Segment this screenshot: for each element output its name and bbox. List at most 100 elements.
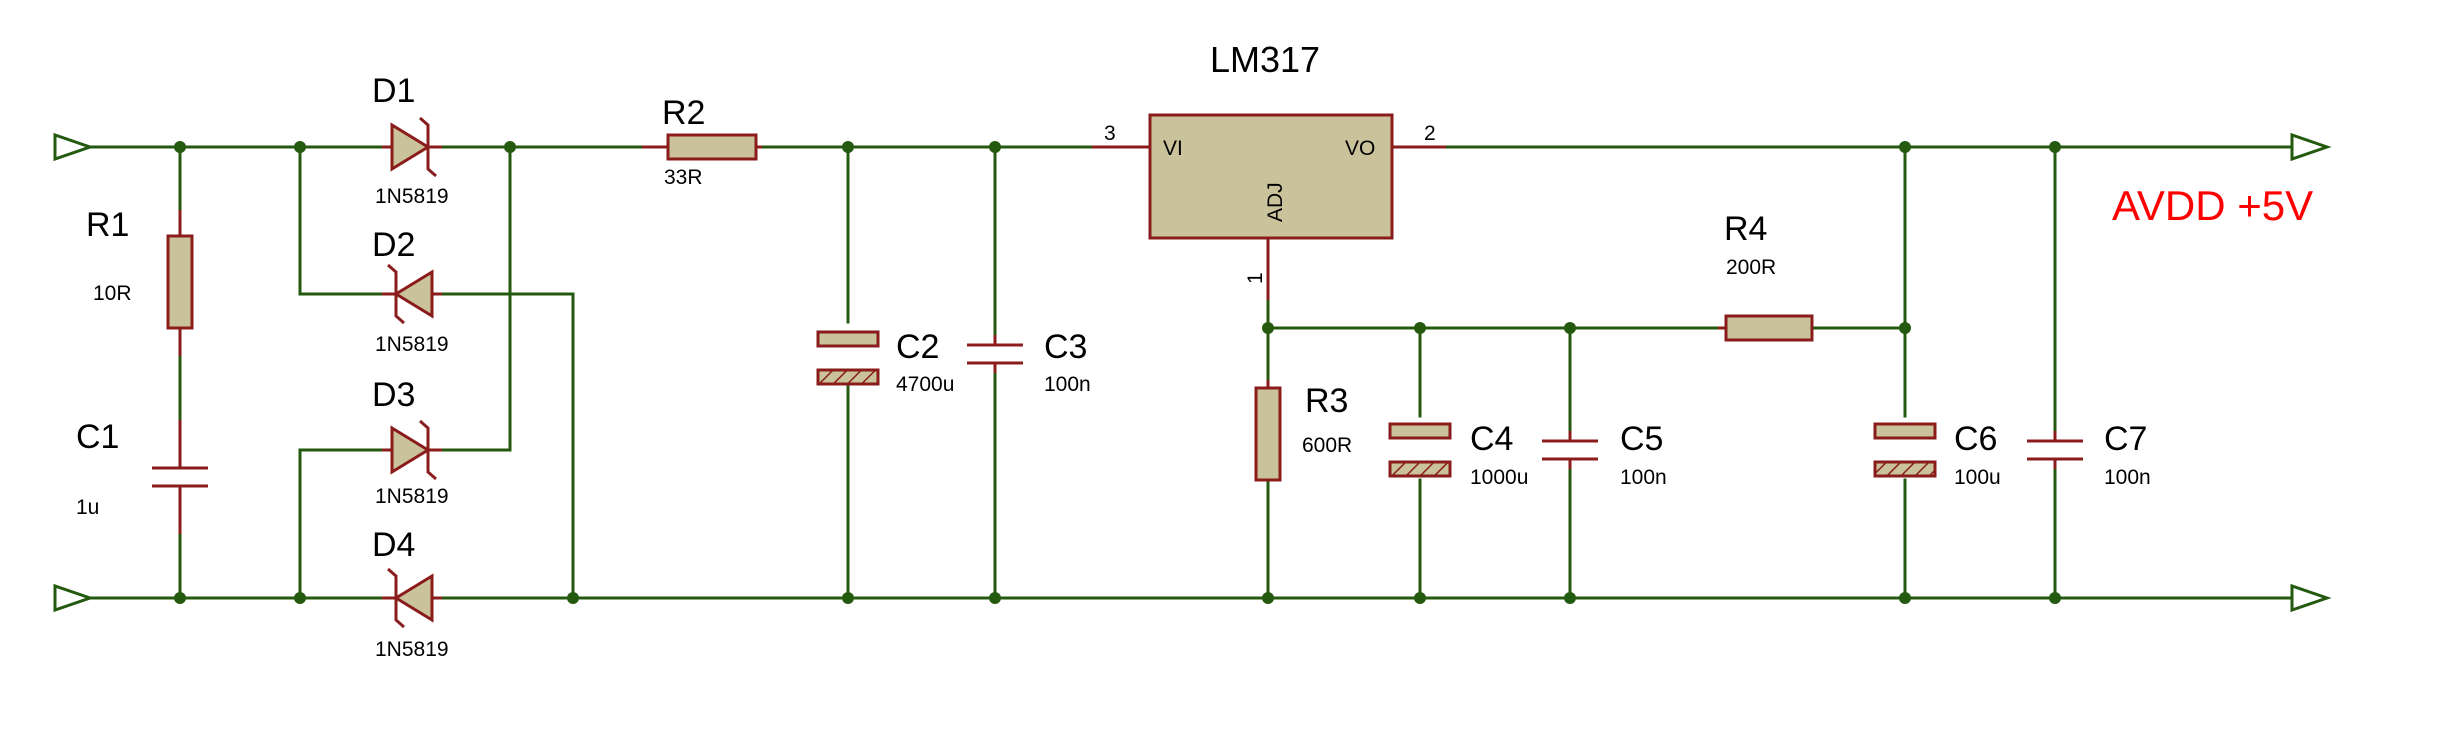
diode-d4[interactable]: D4 1N5819 xyxy=(372,526,449,661)
regulator-body xyxy=(1148,113,1394,240)
junction-dot xyxy=(842,592,854,604)
capacitor-c1[interactable]: C1 1u xyxy=(76,418,208,534)
c1-value: 1u xyxy=(76,496,99,519)
r1-ref: R1 xyxy=(86,206,129,244)
junction-dot xyxy=(2049,141,2061,153)
resistor-body xyxy=(666,133,758,161)
junction-dot xyxy=(1414,592,1426,604)
capacitor-c3[interactable]: C3 100n xyxy=(967,328,1091,396)
c1-ref: C1 xyxy=(76,418,119,456)
junction-dot xyxy=(1564,322,1576,334)
capacitor-c4[interactable]: C4 1000u xyxy=(1388,420,1528,489)
u1-pin-vi-label: VI xyxy=(1163,137,1183,160)
capacitor-c6[interactable]: C6 100u xyxy=(1873,420,2001,489)
terminals xyxy=(53,132,2332,613)
c7-ref: C7 xyxy=(2104,420,2147,458)
r4-ref: R4 xyxy=(1724,210,1767,248)
capacitor-plate-positive xyxy=(1388,422,1452,440)
output-net-label: AVDD +5V xyxy=(2112,182,2313,229)
resistor-body xyxy=(1254,386,1282,482)
r3-ref: R3 xyxy=(1305,382,1348,420)
u1-pin-vo-label: VO xyxy=(1345,137,1375,160)
c4-ref: C4 xyxy=(1470,420,1513,458)
capacitor-c7[interactable]: C7 100n xyxy=(2027,420,2151,489)
junction-dot xyxy=(989,592,1001,604)
diode-d1[interactable]: D1 1N5819 xyxy=(372,72,449,208)
diode-body xyxy=(393,573,434,623)
junction-dot xyxy=(1899,141,1911,153)
junctions xyxy=(174,141,2061,604)
u1-pin-adj-label: ADJ xyxy=(1264,182,1287,222)
junction-dot xyxy=(989,141,1001,153)
junction-dot xyxy=(174,592,186,604)
d1-value: 1N5819 xyxy=(375,185,449,208)
diode-cathode-bar xyxy=(419,116,437,178)
junction-dot xyxy=(1899,592,1911,604)
u1-pin1-number: 1 xyxy=(1244,272,1267,284)
diode-body xyxy=(390,122,431,172)
wire-d2-to-bottom xyxy=(440,292,575,600)
junction-dot xyxy=(1414,322,1426,334)
diode-d2[interactable]: D2 1N5819 xyxy=(372,226,449,356)
c4-value: 1000u xyxy=(1470,466,1528,489)
capacitor-c5[interactable]: C5 100n xyxy=(1542,420,1667,489)
resistor-body xyxy=(1724,314,1814,342)
diode-cathode-bar xyxy=(387,263,405,325)
wires xyxy=(88,145,2312,600)
junction-dot xyxy=(1262,592,1274,604)
input-terminal-top[interactable] xyxy=(53,132,95,162)
resistor-r2[interactable]: R2 33R xyxy=(642,94,762,189)
input-terminal-bottom[interactable] xyxy=(53,583,95,613)
junction-dot xyxy=(1899,322,1911,334)
c6-value: 100u xyxy=(1954,466,2001,489)
d1-ref: D1 xyxy=(372,72,415,110)
junction-dot xyxy=(567,592,579,604)
capacitor-plate-positive xyxy=(816,330,880,348)
diode-body xyxy=(393,269,434,319)
output-terminal-top[interactable] xyxy=(2290,132,2332,162)
c2-ref: C2 xyxy=(896,328,939,366)
c3-value: 100n xyxy=(1044,373,1091,396)
c5-value: 100n xyxy=(1620,466,1667,489)
junction-dot xyxy=(2049,592,2061,604)
d4-ref: D4 xyxy=(372,526,415,564)
u1-pin2-number: 2 xyxy=(1424,122,1436,145)
d3-ref: D3 xyxy=(372,376,415,414)
d4-value: 1N5819 xyxy=(375,638,449,661)
junction-dot xyxy=(1262,322,1274,334)
capacitor-plate-negative xyxy=(1388,460,1452,478)
junction-dot xyxy=(294,592,306,604)
junction-dot xyxy=(842,141,854,153)
u1-pin3-number: 3 xyxy=(1104,122,1116,145)
c5-ref: C5 xyxy=(1620,420,1663,458)
c6-ref: C6 xyxy=(1954,420,1997,458)
resistor-r1[interactable]: R1 10R xyxy=(86,206,194,356)
output-terminal-bottom[interactable] xyxy=(2290,583,2332,613)
c3-ref: C3 xyxy=(1044,328,1087,366)
u1-name: LM317 xyxy=(1210,39,1320,80)
junction-dot xyxy=(504,141,516,153)
capacitor-c2[interactable]: C2 4700u xyxy=(816,328,954,396)
r4-value: 200R xyxy=(1726,256,1776,279)
capacitor-plate-negative xyxy=(1873,460,1937,478)
diode-body xyxy=(390,425,431,475)
resistor-r3[interactable]: R3 600R xyxy=(1254,380,1352,482)
capacitor-plate-positive xyxy=(1873,422,1937,440)
wire-bridge-right-top xyxy=(440,145,512,452)
d2-ref: D2 xyxy=(372,226,415,264)
junction-dot xyxy=(174,141,186,153)
diode-d3[interactable]: D3 1N5819 xyxy=(372,376,449,508)
diode-cathode-bar xyxy=(419,419,437,481)
r1-value: 10R xyxy=(93,282,132,305)
r2-value: 33R xyxy=(664,166,703,189)
c7-value: 100n xyxy=(2104,466,2151,489)
regulator-lm317[interactable]: LM317 VI VO ADJ 3 2 1 xyxy=(1092,39,1446,300)
junction-dot xyxy=(1564,592,1576,604)
resistor-r4[interactable]: R4 200R xyxy=(1718,210,1814,342)
r3-value: 600R xyxy=(1302,434,1352,457)
c2-value: 4700u xyxy=(896,373,954,396)
d3-value: 1N5819 xyxy=(375,485,449,508)
diode-cathode-bar xyxy=(387,567,405,629)
r2-ref: R2 xyxy=(662,94,705,132)
resistor-body xyxy=(166,234,194,330)
